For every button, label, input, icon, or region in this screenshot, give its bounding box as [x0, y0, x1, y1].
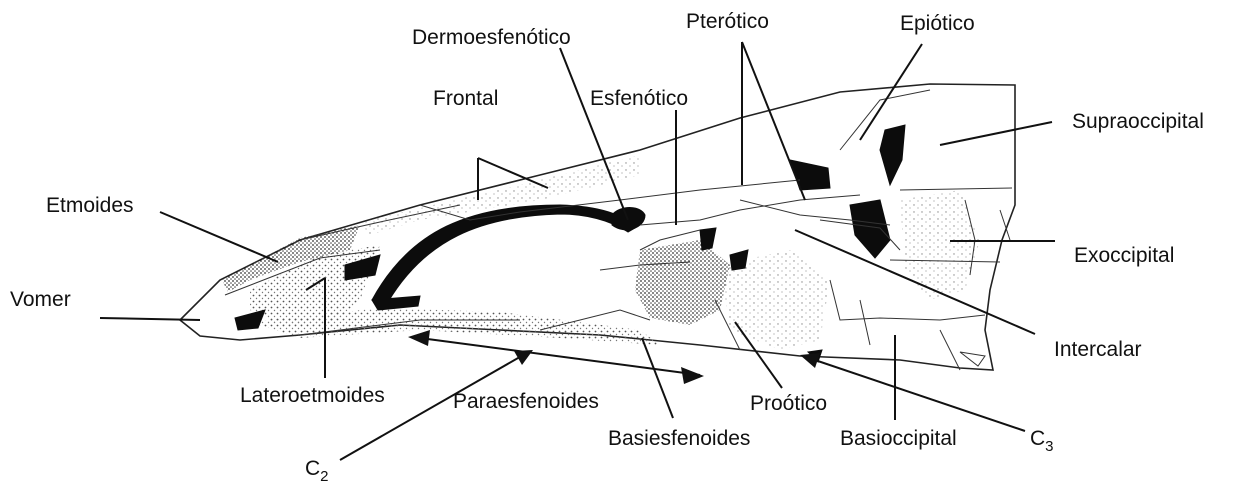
basisphenoid-black	[700, 228, 716, 250]
label-intercalar: Intercalar	[1054, 338, 1142, 361]
label-c3-letter: C	[1030, 427, 1045, 450]
epiotic-notch	[880, 125, 905, 185]
label-basioccipital: Basioccipital	[840, 427, 957, 450]
leader-epiotico	[860, 44, 922, 140]
paraesfenoides-arrow-head-right	[681, 367, 704, 384]
label-frontal: Frontal	[433, 87, 498, 110]
exoccipital-region	[900, 190, 980, 300]
label-lateroetmoides: Lateroetmoides	[240, 384, 385, 407]
leader-pterotico-2	[742, 42, 805, 200]
leader-dermoesfenotico	[560, 48, 628, 220]
label-dermoesfenotico: Dermoesfenótico	[412, 26, 571, 49]
label-vomer: Vomer	[10, 288, 71, 311]
leader-etmoides	[160, 212, 278, 262]
intercalar-black	[850, 200, 890, 258]
leader-vomer	[100, 318, 200, 320]
label-paraesfenoides: Paraesfenoides	[453, 390, 599, 413]
paraesfenoides-arrow-head-left	[408, 330, 430, 346]
leader-supraoccipital	[940, 122, 1052, 145]
c2-arrow-head	[514, 350, 533, 365]
leader-basiesfenoides	[642, 338, 673, 418]
skull-drawing	[180, 84, 1015, 370]
label-supraoccipital: Supraoccipital	[1072, 110, 1204, 133]
c3-arrow-head	[800, 353, 820, 368]
label-etmoides: Etmoides	[46, 194, 134, 217]
label-c3-subscript: 3	[1045, 438, 1053, 455]
label-esfenotico: Esfenótico	[590, 87, 688, 110]
label-c2-subscript: 2	[320, 468, 328, 485]
label-pterotico: Pterótico	[686, 10, 769, 33]
label-basiesfenoides: Basiesfenoides	[608, 427, 750, 450]
vomer-foramen	[235, 310, 265, 330]
label-c3: C3	[1030, 427, 1054, 455]
label-proótico: Proótico	[750, 392, 827, 415]
prootic-black	[730, 250, 748, 270]
basisphenoid-region	[635, 240, 730, 325]
label-c2: C2	[305, 457, 329, 485]
label-c2-letter: C	[305, 457, 320, 480]
label-exoccipital: Exoccipital	[1074, 244, 1174, 267]
labels: Dermoesfenótico Pterótico Epiótico Front…	[10, 10, 1204, 485]
leader-frontal-2	[478, 158, 548, 188]
label-epiotico: Epiótico	[900, 12, 975, 35]
